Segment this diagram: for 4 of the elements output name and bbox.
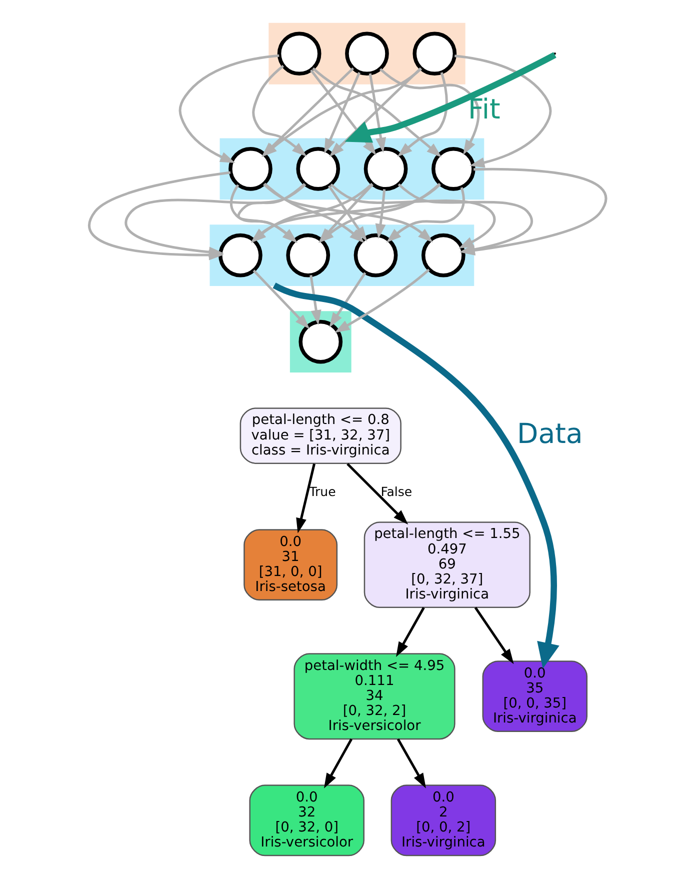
edge-label: Data (516, 418, 582, 450)
edge-label: Fit (467, 93, 500, 126)
edge-label: True (308, 484, 336, 499)
edge-label: False (380, 484, 412, 499)
